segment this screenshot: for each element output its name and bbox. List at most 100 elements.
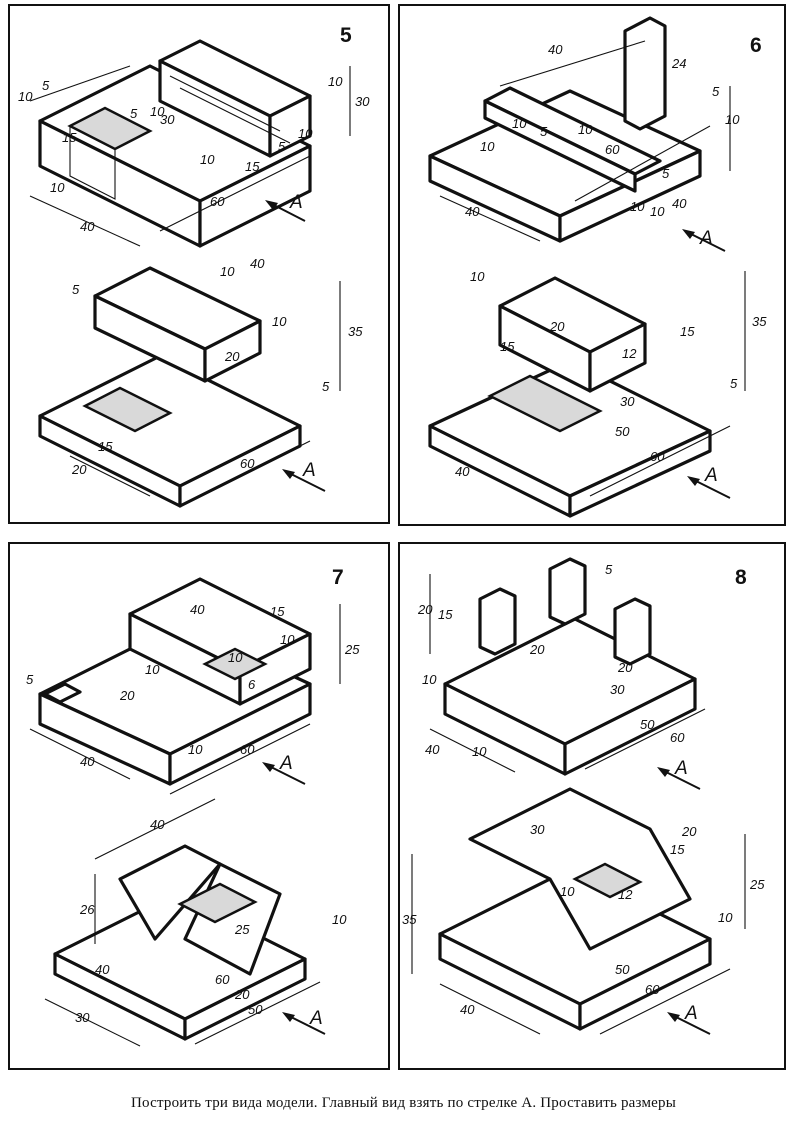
dimension-label: 15 <box>245 159 260 174</box>
dimension-label: 10 <box>200 152 215 167</box>
problem-number: 7 <box>332 566 344 589</box>
dimension-label: 35 <box>752 314 767 329</box>
dimension-label: 20 <box>417 602 433 617</box>
dimension-label: 12 <box>622 346 637 361</box>
problem-panel-6: 6 A 40 24 10 5 10 5 10 10 60 5 10 10 40 … <box>398 4 786 526</box>
dimension-label: 10 <box>328 74 343 89</box>
dimension-label: 60 <box>210 194 225 209</box>
problem-number: 5 <box>340 24 352 47</box>
dimension-label: 30 <box>620 394 635 409</box>
dimension-label: 40 <box>460 1002 475 1017</box>
dimension-label: 10 <box>18 89 33 104</box>
dimension-label: 60 <box>240 742 255 757</box>
dimension-label: 60 <box>650 449 665 464</box>
dimension-label: A <box>279 753 293 774</box>
dimension-label: 10 <box>512 116 527 131</box>
dimension-label: 12 <box>618 887 633 902</box>
view-arrow-label: A <box>289 192 303 213</box>
dimension-label: 25 <box>749 877 765 892</box>
dimension-label: 10 <box>228 650 243 665</box>
dimension-label: 5 <box>130 106 138 121</box>
problem-number: 8 <box>735 566 747 589</box>
dimension-label: 10 <box>220 264 235 279</box>
dimension-label: 5 <box>322 379 330 394</box>
dimension-label: 5 <box>712 84 720 99</box>
dimension-label: 50 <box>248 1002 263 1017</box>
dimension-label: 10 <box>188 742 203 757</box>
dimension-label: 20 <box>529 642 545 657</box>
dimension-label: 40 <box>425 742 440 757</box>
problem-panel-7: 7 A 40 15 25 10 10 10 5 20 6 40 10 60 <box>8 542 390 1070</box>
isometric-drawing: A 5 20 15 20 20 10 30 50 40 10 60 A 30 2… <box>402 557 765 1035</box>
dimension-label: 15 <box>680 324 695 339</box>
dimension-label: A <box>684 1003 698 1024</box>
dimension-label: A <box>674 758 688 779</box>
dimension-label: 10 <box>150 104 165 119</box>
dimension-label: 10 <box>50 180 65 195</box>
dimension-label: 30 <box>530 822 545 837</box>
problem-panel-8: 8 A 5 20 15 20 20 10 30 50 40 10 60 <box>398 542 786 1070</box>
dimension-label: 35 <box>348 324 363 339</box>
dimension-label: 15 <box>98 439 113 454</box>
dimension-label: 10 <box>470 269 485 284</box>
dimension-label: A <box>309 1008 323 1029</box>
dimension-label: 10 <box>145 662 160 677</box>
dimension-label: 20 <box>617 660 633 675</box>
dimension-label: 10 <box>280 632 295 647</box>
dimension-label: 10 <box>630 199 645 214</box>
dimension-label: 10 <box>480 139 495 154</box>
dimension-label: 40 <box>465 204 480 219</box>
dimension-label: 50 <box>615 424 630 439</box>
dimension-label: 15 <box>670 842 685 857</box>
dimension-label: 15 <box>62 130 77 145</box>
dimension-label: 10 <box>725 112 740 127</box>
dimension-label: 40 <box>672 196 687 211</box>
dimension-label: 60 <box>605 142 620 157</box>
dimension-label: 10 <box>650 204 665 219</box>
dimension-label: 10 <box>298 126 313 141</box>
dimension-label: 5 <box>72 282 80 297</box>
dimension-label: 40 <box>80 219 95 234</box>
dimension-label: 10 <box>422 672 437 687</box>
dimension-label: 10 <box>472 744 487 759</box>
dimension-label: 15 <box>500 339 515 354</box>
task-caption: Построить три вида модели. Главный вид в… <box>131 1095 676 1111</box>
dimension-label: 25 <box>344 642 360 657</box>
dimension-label: 60 <box>240 456 255 471</box>
dimension-label: 5 <box>662 166 670 181</box>
dimension-label: 30 <box>160 112 175 127</box>
dimension-label: 40 <box>150 817 165 832</box>
dimension-label: 60 <box>215 972 230 987</box>
dimension-label: 5 <box>605 562 613 577</box>
dimension-label: 5 <box>26 672 34 687</box>
dimension-label: A <box>704 465 718 486</box>
dimension-label: A <box>699 228 713 249</box>
dimension-label: 50 <box>640 717 655 732</box>
problem-panel-5: 5 A 10 5 5 30 10 15 10 30 10 15 5 1 <box>8 4 390 524</box>
dimension-label: 15 <box>270 604 285 619</box>
dimension-label: 5 <box>540 124 548 139</box>
dimension-label: 10 <box>718 910 733 925</box>
dimension-label: 40 <box>95 962 110 977</box>
dimension-label: 40 <box>250 256 265 271</box>
dimension-label: 20 <box>119 688 135 703</box>
dimension-label: 6 <box>248 677 256 692</box>
dimension-label: A <box>302 460 316 481</box>
dimension-label: 60 <box>645 982 660 997</box>
dimension-label: 5 <box>730 376 738 391</box>
dimension-label: 30 <box>610 682 625 697</box>
isometric-drawing: A 40 24 10 5 10 5 10 10 60 5 10 10 40 40… <box>428 16 767 518</box>
dimension-label: 30 <box>75 1010 90 1025</box>
dimension-label: 20 <box>71 462 87 477</box>
dimension-label: 15 <box>438 607 453 622</box>
isometric-drawing: A 10 5 5 30 10 15 10 30 10 15 5 10 10 60… <box>18 39 370 508</box>
dimension-label: 10 <box>272 314 287 329</box>
dimension-label: 5 <box>42 78 50 93</box>
isometric-drawing: A 40 15 25 10 10 10 5 20 6 40 10 60 A 40… <box>26 577 360 1047</box>
dimension-label: 10 <box>332 912 347 927</box>
dimension-label: 40 <box>190 602 205 617</box>
dimension-label: 40 <box>455 464 470 479</box>
dimension-label: 30 <box>355 94 370 109</box>
dimension-label: 60 <box>670 730 685 745</box>
dimension-label: 40 <box>80 754 95 769</box>
